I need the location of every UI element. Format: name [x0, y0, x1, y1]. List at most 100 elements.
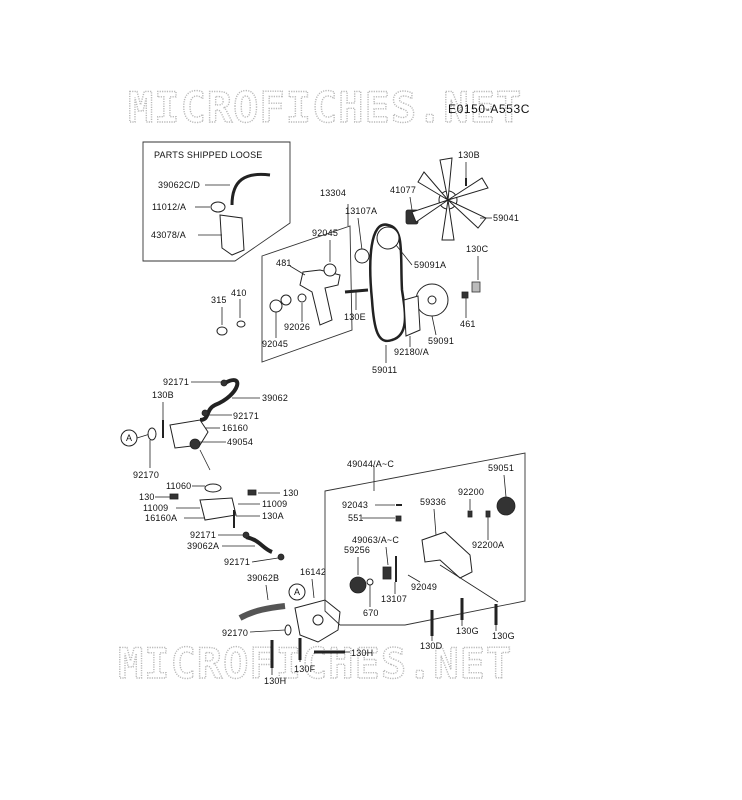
pin-551	[395, 515, 402, 522]
label-39062cd: 39062C/D	[158, 180, 200, 190]
callout-a-bottom-label: A	[294, 587, 300, 597]
label-59091: 59091	[428, 336, 454, 346]
key-461	[461, 291, 469, 299]
housing-16160a	[199, 497, 237, 521]
bracket-59336	[421, 531, 473, 579]
label-11009a: 11009	[143, 503, 168, 513]
label-11012a: 11012/A	[152, 202, 186, 212]
label-92026: 92026	[284, 322, 310, 332]
label-92049: 92049	[411, 582, 437, 592]
nut-315	[216, 326, 228, 336]
gear-59051	[496, 496, 516, 516]
ring-92170a	[147, 427, 157, 441]
label-16142: 16142	[300, 567, 326, 577]
label-11009b: 11009	[262, 499, 287, 509]
label-130b-mid: 130B	[152, 390, 174, 400]
label-130a: 130	[139, 492, 155, 502]
label-551: 551	[348, 513, 364, 523]
gasket-11060	[204, 483, 222, 493]
clamp-92171c	[242, 531, 250, 539]
label-130f: 130F	[294, 664, 316, 674]
pulley-13107a	[354, 248, 370, 264]
label-130g-a: 130G	[456, 626, 479, 636]
label-39062a: 39062A	[187, 541, 219, 551]
clamp-92171d	[277, 553, 285, 561]
label-13304: 13304	[320, 188, 346, 198]
label-92180a: 92180/A	[394, 347, 429, 357]
bolt-130a	[169, 493, 179, 500]
label-130g-b: 130G	[492, 631, 515, 641]
label-39062b: 39062B	[247, 573, 279, 583]
label-16160a: 16160A	[145, 513, 177, 523]
ring-92026	[297, 293, 307, 303]
cap-11012a	[210, 201, 226, 213]
gear-59256	[349, 576, 367, 594]
label-130b: 130	[283, 488, 299, 498]
label-49063: 49063/A~C	[352, 535, 399, 545]
clamp-92171b	[201, 409, 209, 417]
label-43078a: 43078/A	[151, 230, 186, 240]
label-92171c: 92171	[190, 530, 216, 540]
label-13107: 13107	[381, 594, 407, 604]
label-92170b: 92170	[222, 628, 248, 638]
label-92045b: 92045	[262, 339, 288, 349]
bolt-130c	[471, 281, 481, 293]
bolt-130b	[247, 489, 257, 496]
label-92200a: 92200A	[472, 540, 504, 550]
label-315: 315	[211, 295, 227, 305]
label-130h-a: 130H	[351, 648, 373, 658]
label-59091a: 59091A	[414, 260, 446, 270]
label-670: 670	[363, 608, 379, 618]
label-92170a: 92170	[133, 470, 159, 480]
bolt-130e	[344, 288, 369, 294]
label-92171a: 92171	[163, 377, 189, 387]
watermark-bottom: MICROFICHES.NET	[118, 639, 512, 688]
loose-box-title: PARTS SHIPPED LOOSE	[154, 150, 263, 160]
label-92200: 92200	[458, 487, 484, 497]
label-130e: 130E	[344, 312, 366, 322]
label-92043: 92043	[342, 500, 368, 510]
ring-670	[366, 578, 374, 586]
label-130d: 130D	[420, 641, 443, 651]
housing-16160	[169, 419, 209, 449]
label-130h-b: 130H	[264, 676, 286, 686]
label-130b-top: 130B	[458, 150, 480, 160]
label-59256: 59256	[344, 545, 370, 555]
bearing-92045b	[269, 299, 283, 313]
weight-49063	[382, 566, 392, 580]
hose-39062a	[245, 535, 273, 554]
fan-pulley-59091a	[376, 226, 400, 250]
diagram-code: E0150-A553C	[448, 102, 530, 116]
label-481: 481	[276, 258, 292, 268]
label-16160: 16160	[222, 423, 248, 433]
hose-39062cd	[230, 172, 271, 206]
hose-39062b	[238, 603, 286, 621]
label-59041: 59041	[493, 213, 519, 223]
ring-92170b	[284, 624, 292, 636]
label-59051: 59051	[488, 463, 514, 473]
belt-59011	[369, 223, 407, 343]
label-49054: 49054	[227, 437, 253, 447]
label-92045a: 92045	[312, 228, 338, 238]
tank-43078a	[219, 214, 245, 256]
switch-49054	[189, 438, 201, 450]
label-92171d: 92171	[224, 557, 250, 567]
label-130-a: 130A	[262, 511, 284, 521]
callout-a-left-label: A	[126, 433, 132, 443]
bearing-92045a	[323, 263, 337, 277]
label-49044: 49044/A~C	[347, 459, 394, 469]
label-92171b: 92171	[233, 411, 259, 421]
ring-92180a	[403, 295, 421, 337]
governor-group-box	[324, 452, 526, 626]
washer-92200a	[485, 510, 491, 518]
washer-410	[280, 294, 292, 306]
hose-39062	[199, 378, 240, 422]
label-130c: 130C	[466, 244, 489, 254]
label-461: 461	[460, 319, 476, 329]
label-410: 410	[231, 288, 247, 298]
loose-parts-box	[142, 141, 291, 262]
bracket-group-box	[261, 225, 353, 363]
callout-a-bottom	[288, 583, 306, 601]
fan-59041	[411, 157, 489, 241]
